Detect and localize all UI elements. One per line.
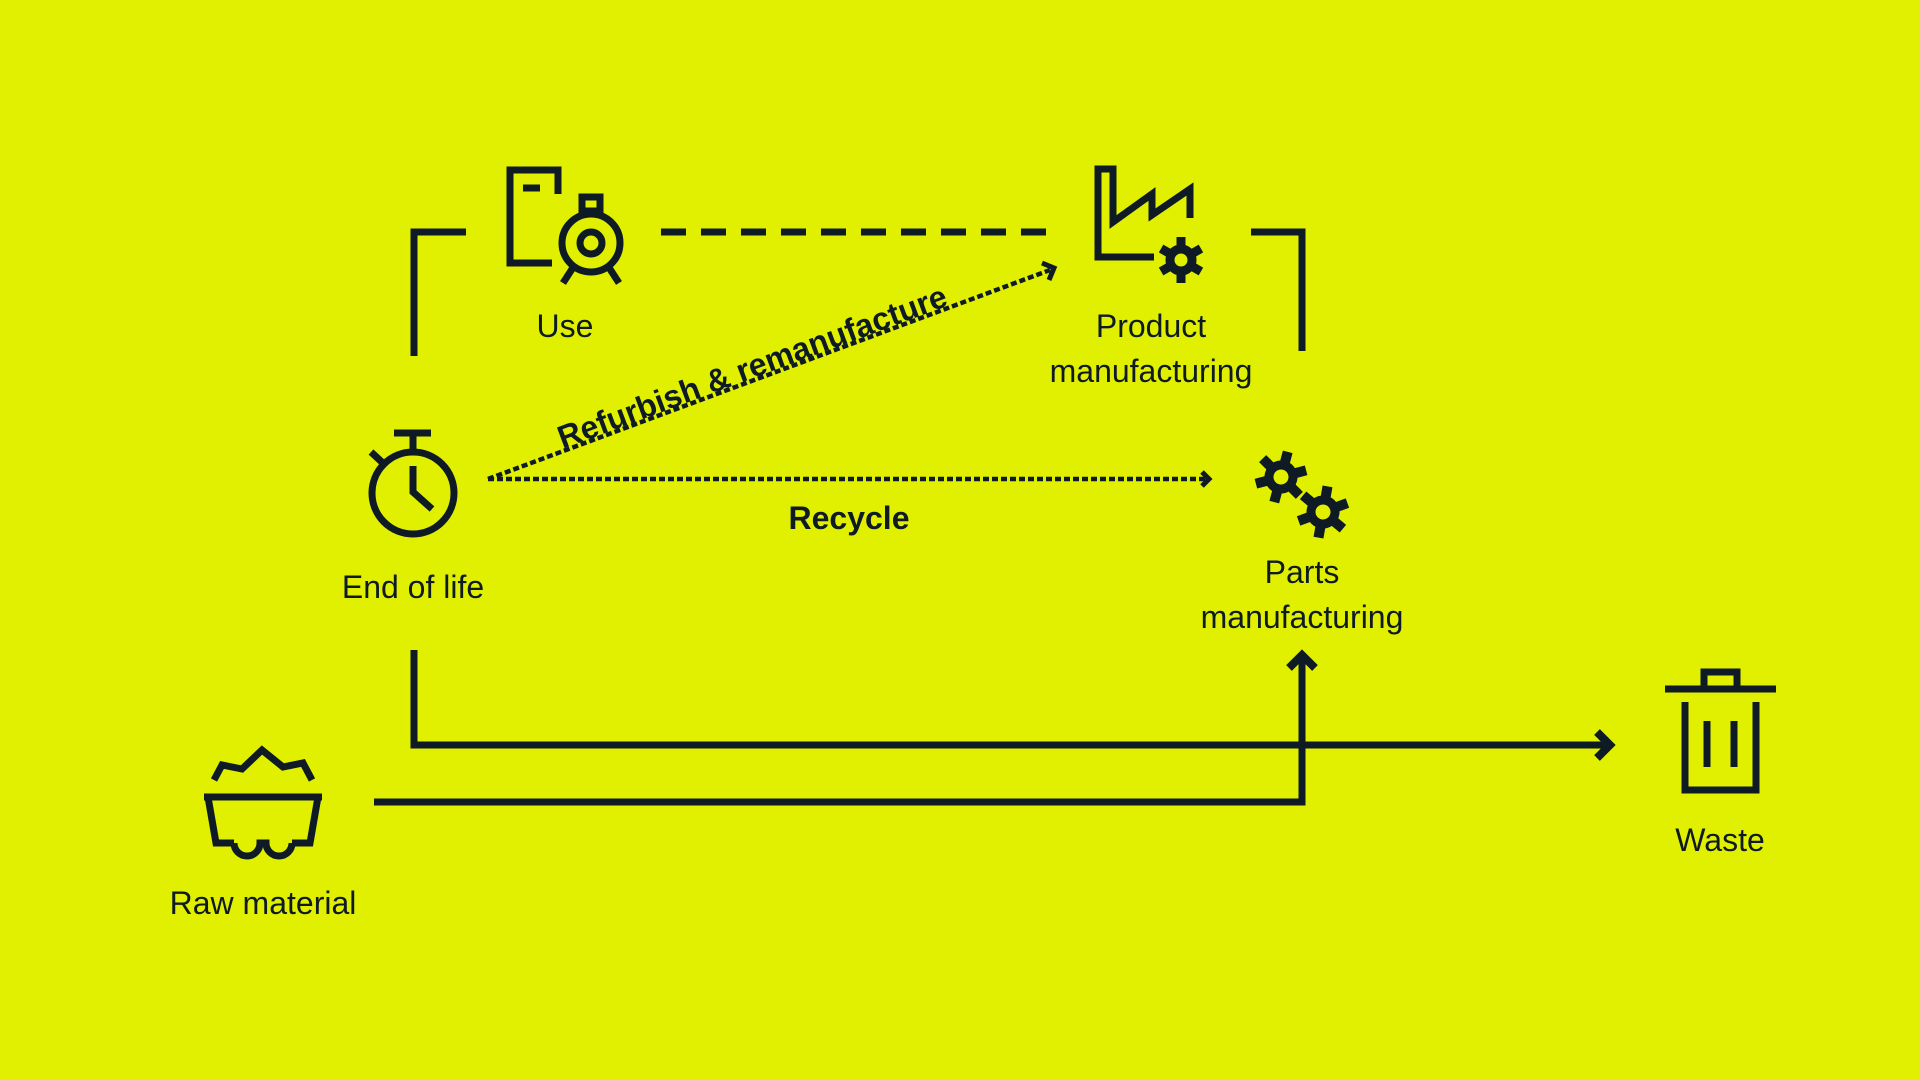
node-label-parts-line2: manufacturing bbox=[1201, 599, 1404, 635]
factory-gear-icon bbox=[1094, 165, 1204, 283]
arrow-end-of-life-to-waste bbox=[410, 650, 1608, 749]
arrowhead-recycle bbox=[1200, 470, 1213, 488]
edge-label-recycle: Recycle bbox=[789, 500, 910, 536]
arrow-refurbish-remanufacture bbox=[487, 267, 1051, 482]
node-label-product-line1: Product bbox=[1096, 308, 1206, 344]
connector-parts-to-product bbox=[1251, 228, 1306, 351]
node-label-end-of-life: End of life bbox=[342, 569, 484, 605]
arrowhead-parts bbox=[1286, 649, 1318, 671]
arrowhead-waste bbox=[1594, 729, 1616, 761]
node-label-use: Use bbox=[537, 308, 594, 344]
arrow-raw-material-to-parts bbox=[374, 660, 1306, 806]
node-label-parts-line1: Parts bbox=[1265, 554, 1340, 590]
arrowhead-refurbish bbox=[1041, 260, 1058, 281]
pump-device-icon bbox=[506, 166, 624, 285]
node-label-waste: Waste bbox=[1675, 822, 1765, 858]
node-label-raw-material: Raw material bbox=[170, 885, 357, 921]
mine-cart-icon bbox=[204, 745, 322, 860]
trash-can-icon bbox=[1665, 668, 1776, 794]
edge-label-refurbish: Refurbish & remanufacture bbox=[553, 278, 952, 456]
stopwatch-icon bbox=[368, 429, 458, 538]
node-label-product-line2: manufacturing bbox=[1050, 353, 1253, 389]
gears-icon bbox=[1254, 450, 1350, 539]
connector-use-end-of-life bbox=[410, 228, 466, 356]
